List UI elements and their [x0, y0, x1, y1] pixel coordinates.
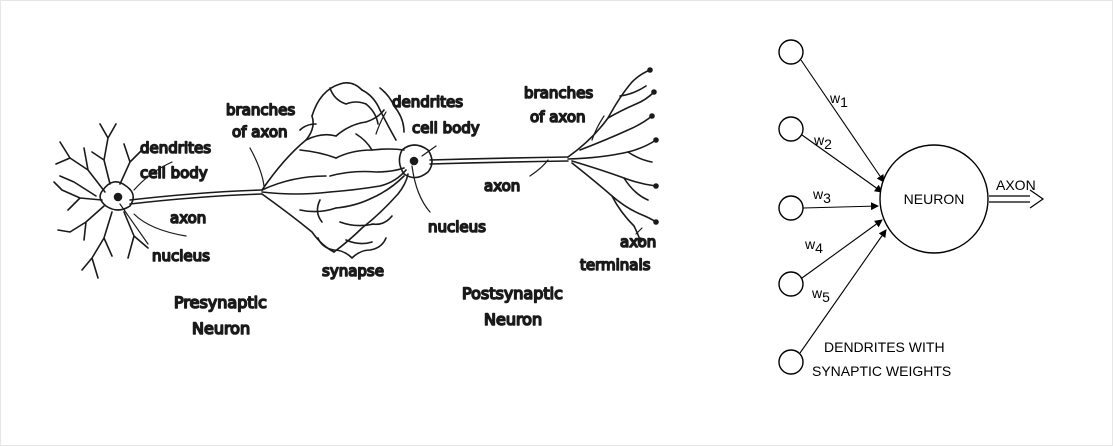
- label-cell-body-left: cell body: [140, 164, 208, 182]
- input-node-3: [779, 196, 803, 220]
- label-axon-right: axon: [484, 177, 520, 195]
- label-axon-left: axon: [170, 209, 206, 227]
- label-synapse: synapse: [322, 262, 384, 280]
- label-cell-body-mid: cell body: [412, 119, 480, 137]
- input-node-5: [779, 350, 803, 374]
- weight-label-3: w3: [812, 186, 831, 206]
- postsynaptic-nucleus-shape: [411, 158, 418, 165]
- label-dendrites-left: dendrites: [140, 139, 211, 157]
- input-node-4: [779, 272, 803, 296]
- presynaptic-nucleus-shape: [115, 194, 122, 201]
- dendrites-caption-2: SYNAPTIC WEIGHTS: [812, 363, 951, 379]
- label-branches-right-1: branches: [524, 84, 593, 102]
- label-presynaptic-2: Neuron: [192, 319, 250, 338]
- input-node-1: [779, 40, 803, 64]
- label-nucleus-mid: nucleus: [428, 218, 486, 236]
- label-postsynaptic-1: Postsynaptic: [462, 284, 563, 303]
- label-nucleus-left: nucleus: [152, 247, 210, 265]
- synapse-brace: [318, 238, 386, 258]
- connection-3: [803, 206, 878, 208]
- label-axon-terminals-1: axon: [620, 233, 656, 251]
- label-dendrites-mid: dendrites: [392, 93, 463, 111]
- label-branches-right-2: of axon: [530, 108, 586, 126]
- input-node-2: [779, 117, 803, 141]
- weight-label-1: w1: [829, 90, 848, 110]
- dendrites-caption-1: DENDRITES WITH: [824, 339, 945, 355]
- artificial-neuron-diagram: w1 w2 w3 w4 w5 NEURON AXON DENDRITES WIT…: [779, 40, 1043, 379]
- label-axon-terminals-2: terminals: [580, 256, 651, 274]
- presynaptic-cell-body: [100, 182, 133, 210]
- weight-label-5: w5: [811, 285, 830, 305]
- biological-neuron-diagram: dendrites cell body axon nucleus branche…: [54, 68, 658, 338]
- weight-label-4: w4: [804, 236, 823, 256]
- presynaptic-axon: [130, 190, 262, 204]
- neuron-label: NEURON: [904, 191, 965, 207]
- output-axon-label: AXON: [996, 177, 1036, 193]
- label-branches-left-2: of axon: [232, 123, 288, 141]
- label-branches-left-1: branches: [226, 101, 295, 119]
- label-postsynaptic-2: Neuron: [484, 310, 542, 329]
- input-nodes: [779, 40, 803, 374]
- label-presynaptic-1: Presynaptic: [174, 293, 267, 312]
